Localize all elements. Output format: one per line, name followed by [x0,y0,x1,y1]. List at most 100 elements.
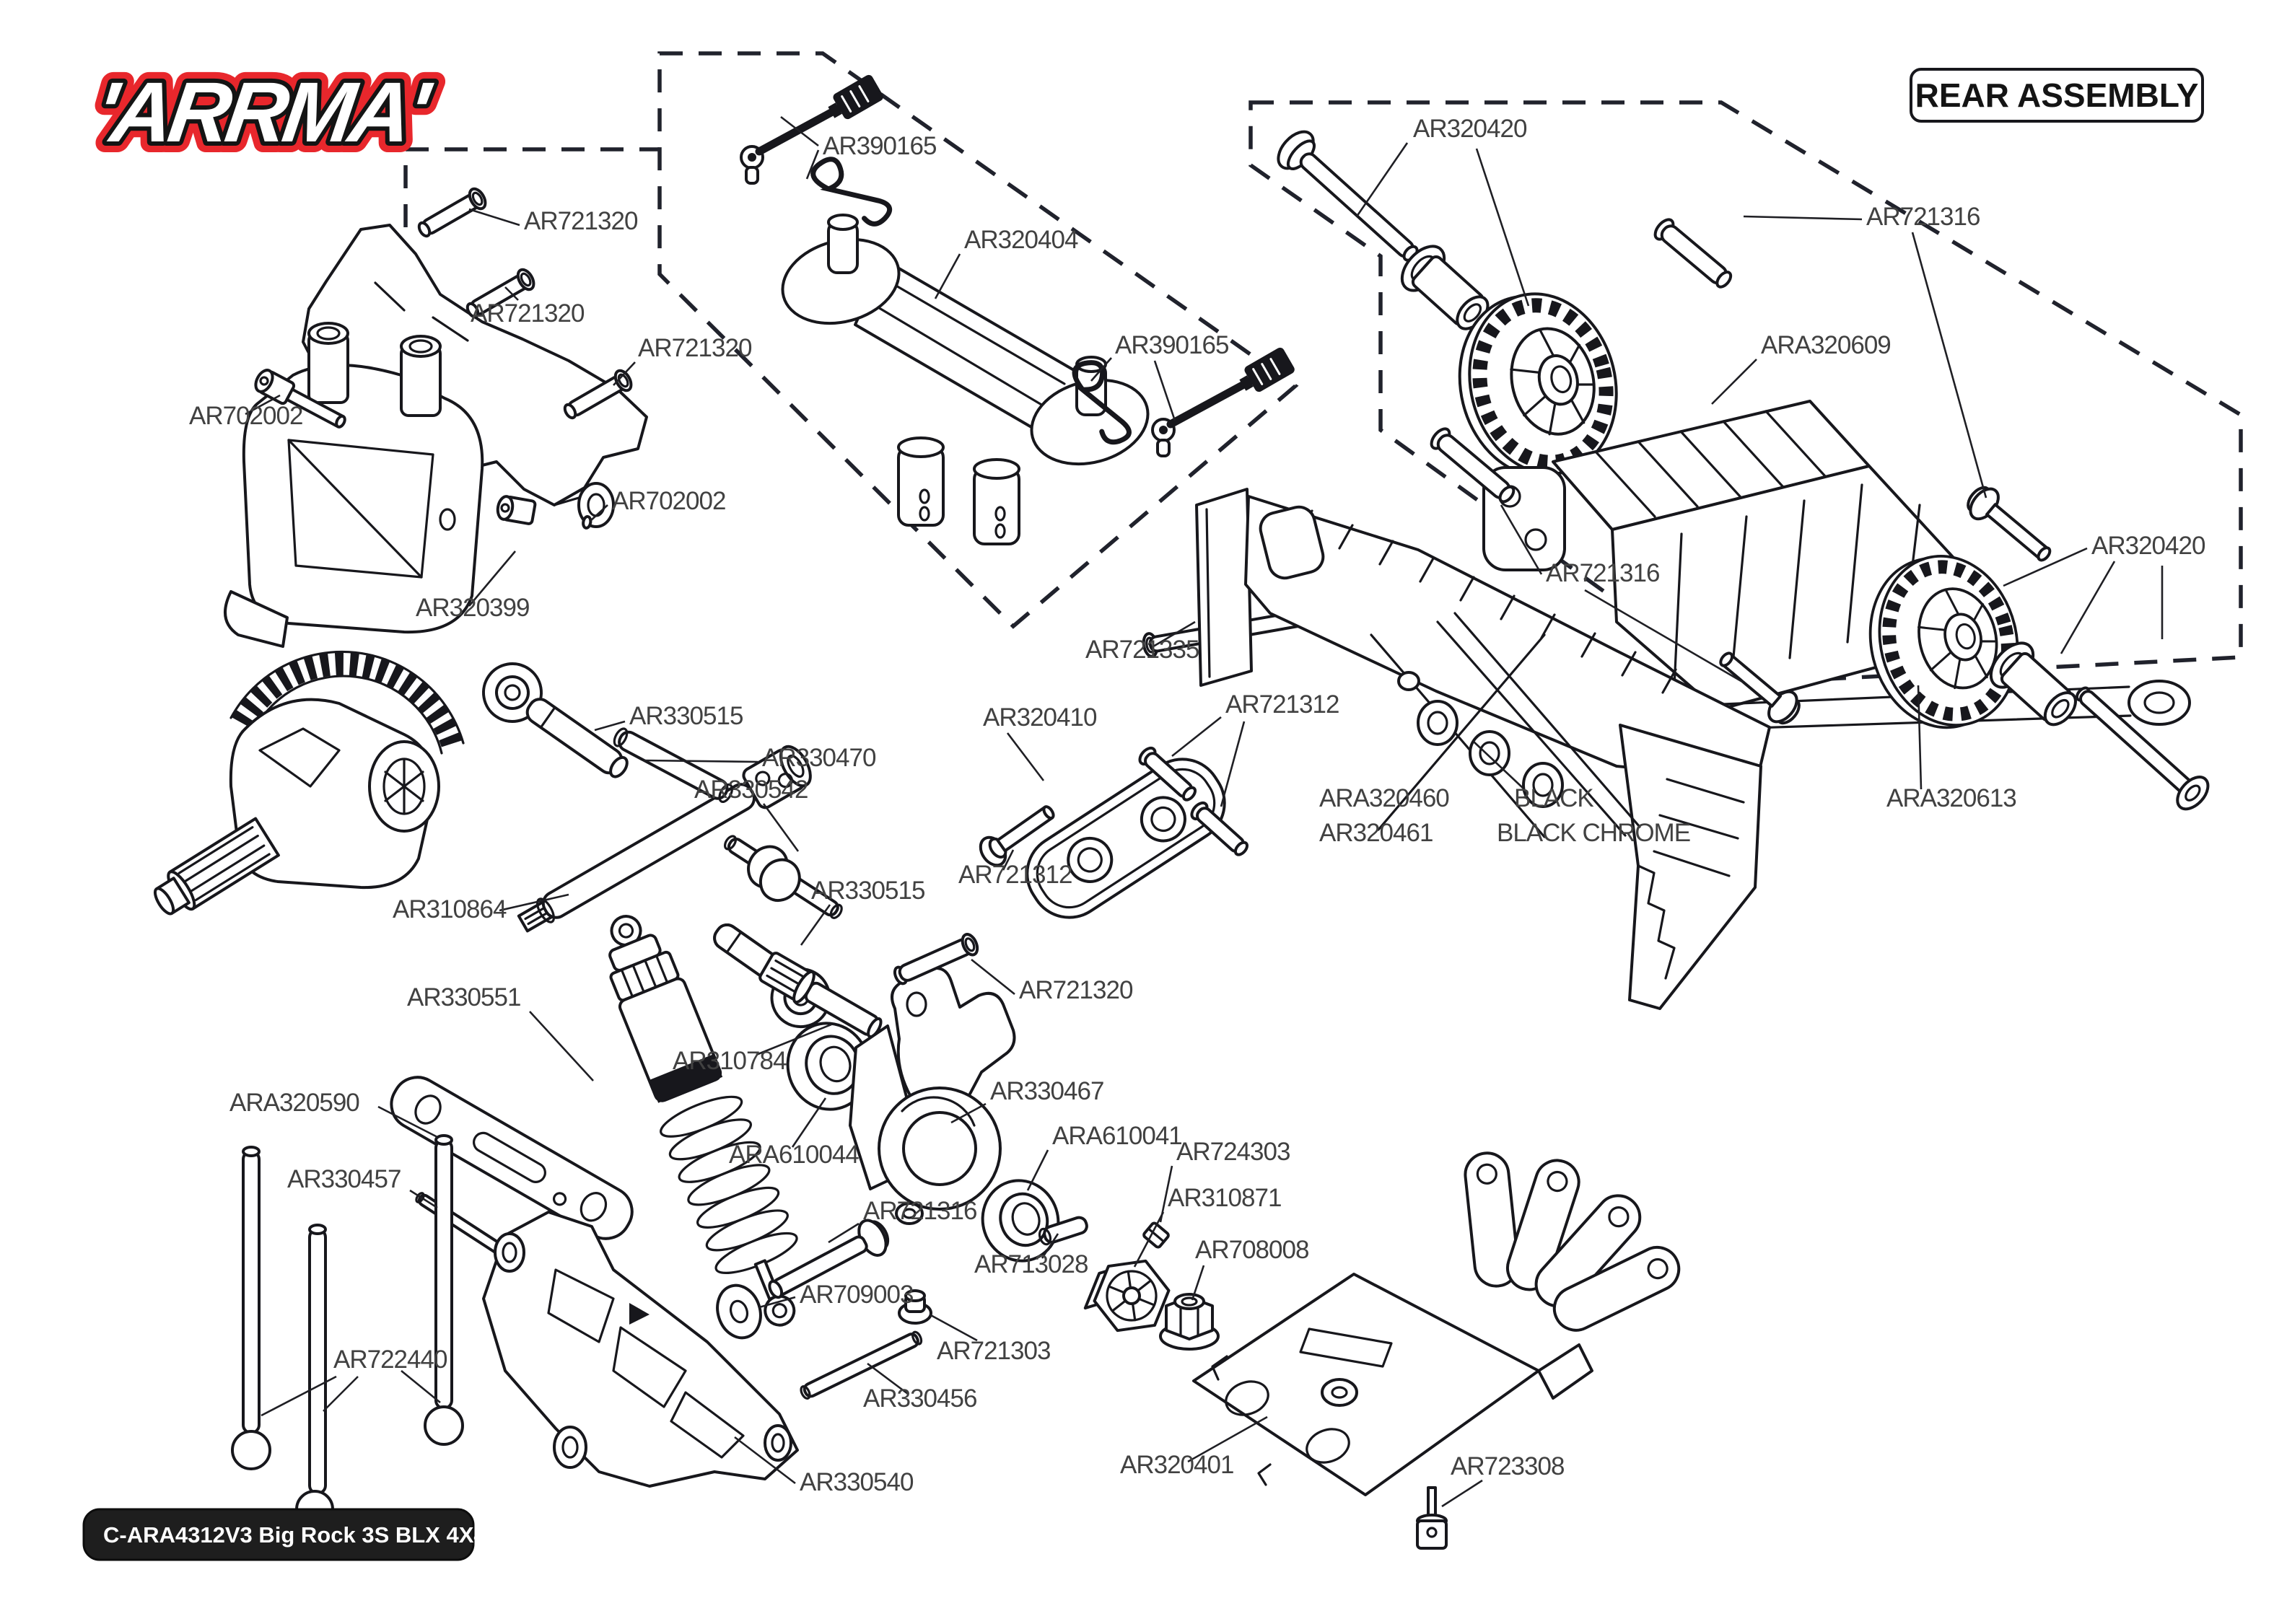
part-label-AR330457: AR330457 [287,1165,401,1193]
part-drawing-AR330470-link [613,727,733,804]
part-drawing-AR330456-hinge-pin [800,1330,923,1400]
part-label-AR330456: AR330456 [863,1384,976,1413]
leader-line-AR320404 [934,253,961,299]
part-drawing-AR721303-screw [898,1289,932,1325]
leader-line-AR330456 [867,1362,909,1395]
leader-line-AR722440 [323,1376,359,1412]
leader-line-ARA320609 [1711,359,1757,405]
part-label-AR320399: AR320399 [416,594,529,622]
part-drawing-AR721320-pin-b [465,268,535,319]
part-label-AR708008: AR708008 [1195,1236,1308,1264]
leader-line-AR721320 [468,208,520,227]
leader-line-AR330540 [734,1436,796,1485]
part-labels: AR390165AR721320AR320404AR721320AR390165… [189,115,2206,1496]
leader-line-AR721316 [1743,215,1863,221]
leader-line-AR310784 [756,1023,832,1056]
leader-line-AR721312 [1002,849,1015,871]
part-label-AR330542: AR330542 [694,776,808,804]
part-drawing-AR713028-pin [1038,1216,1088,1246]
leader-line-AR721320 [613,361,636,386]
leader-line-AR390165 [780,115,819,147]
part-label-AR721312: AR721312 [1225,690,1339,719]
brand-logo: 'ARRMA' 'ARRMA' [79,55,448,171]
leader-line-AR390165 [1153,360,1176,421]
part-label-AR724303: AR724303 [1176,1138,1290,1166]
part-label-BLACK-CHROME: BLACK CHROME [1497,819,1690,847]
leader-line-AR721303 [929,1313,978,1342]
part-drawing-AR330467-hub-carrier [849,967,1016,1225]
part-drawing-AR320420-bushing-1 [1400,245,1490,330]
part-drawing-AR709003-washer [716,1283,762,1340]
leader-line-AR390165 [1090,357,1112,382]
part-label-ARA320609: ARA320609 [1761,331,1891,359]
part-label-ARA610044: ARA610044 [729,1141,859,1169]
part-label-BLACK: BLACK [1514,784,1593,812]
leader-line-AR708008 [1191,1265,1205,1301]
leader-line-AR330515 [594,720,626,732]
leader-line-AR320410 [1006,732,1045,781]
leader-line-AR330467 [950,1102,987,1124]
part-label-AR721303: AR721303 [937,1337,1050,1365]
dashed-outline-wheelie-bar-group [1248,100,2243,686]
leader-line-AR320420 [1475,148,1530,307]
part-drawing-AR390165-link-1 [740,74,883,185]
part-label-AR709003: AR709003 [800,1281,913,1309]
leader-line-AR702002 [245,394,281,416]
part-drawing-AR722440-hinge-pins [231,1134,464,1529]
leader-line-AR320399 [468,550,516,607]
part-drawing-AR320420-pin-2 [2075,686,2210,811]
part-label-ARA320590: ARA320590 [229,1089,359,1117]
part-label-AR723308: AR723308 [1451,1452,1564,1480]
part-label-AR390165: AR390165 [823,132,936,160]
part-label-AR721320: AR721320 [638,334,752,362]
leader-line-AR721335 [1153,620,1196,648]
part-label-AR721335: AR721335 [1085,636,1199,664]
part-label-AR721316: AR721316 [1866,203,1980,231]
brand-logo-outline: 'ARRMA' [89,66,437,160]
part-drawing-AR721312-pin-1 [1138,746,1197,802]
leader-line-AR721316 [828,1222,860,1244]
part-drawing-AR702002-screw-b [496,495,592,530]
part-drawing-AR721316-pin-mid [1430,427,1516,504]
part-label-AR320404: AR320404 [964,226,1078,254]
part-drawing-AR390165-clip-1 [810,157,893,227]
leader-line-AR721320 [504,286,519,301]
leader-line-AR320420 [2060,561,2116,654]
part-drawing-AR320420-bushing-2 [1989,641,2077,727]
part-drawing-AR721320-pin-c [563,369,633,420]
model-badge-text: C-ARA4312V3 Big Rock 3S BLX 4X4 RTR [103,1522,538,1548]
part-drawing-ARA610041-bearing [981,1179,1060,1263]
leader-line-AR722440 [401,1369,441,1404]
leader-line-ARA610041 [1026,1149,1049,1191]
part-label-AR330470: AR330470 [762,744,876,772]
part-drawing-AR390165-clip-2 [1072,360,1132,445]
part-label-AR330467: AR330467 [990,1077,1103,1105]
page-title: REAR ASSEMBLY [1915,76,2199,114]
part-label-AR320401: AR320401 [1120,1451,1233,1479]
part-drawing-AR330551-shock [608,915,798,1327]
part-label-AR320420: AR320420 [2091,532,2205,560]
part-drawing-AR721316-screw-mid [1719,651,1801,725]
part-drawing-AR702002-screw-a [254,369,346,429]
part-drawing-gearbox-case [224,322,484,648]
part-label-AR722440: AR722440 [333,1346,447,1374]
leader-line-AR709003 [758,1296,796,1309]
part-drawing-AR721312-screw [979,805,1055,867]
part-drawing-AR330542-coupler [723,835,843,919]
part-drawing-AR320401-skid-plate [1192,1151,1681,1496]
part-drawing-AR708008-wheel-nut [1159,1293,1220,1351]
part-label-AR390165: AR390165 [1115,331,1228,359]
part-label-AR702002: AR702002 [189,402,302,430]
part-drawing-AR721320-pin-a [417,187,487,238]
part-label-AR721316: AR721316 [1546,559,1659,587]
part-label-AR721320: AR721320 [524,207,638,235]
part-label-ARA320613: ARA320613 [1886,784,2016,812]
title-box-frame [1910,68,2204,123]
leader-line-AR721312 [1220,721,1246,807]
leader-line-AR330551 [529,1011,594,1081]
part-label-AR310784: AR310784 [673,1047,787,1075]
part-drawing-AR320420-pin-1 [1277,130,1419,262]
part-label-AR721312: AR721312 [958,861,1072,889]
leader-line-AR330515 [800,904,831,946]
